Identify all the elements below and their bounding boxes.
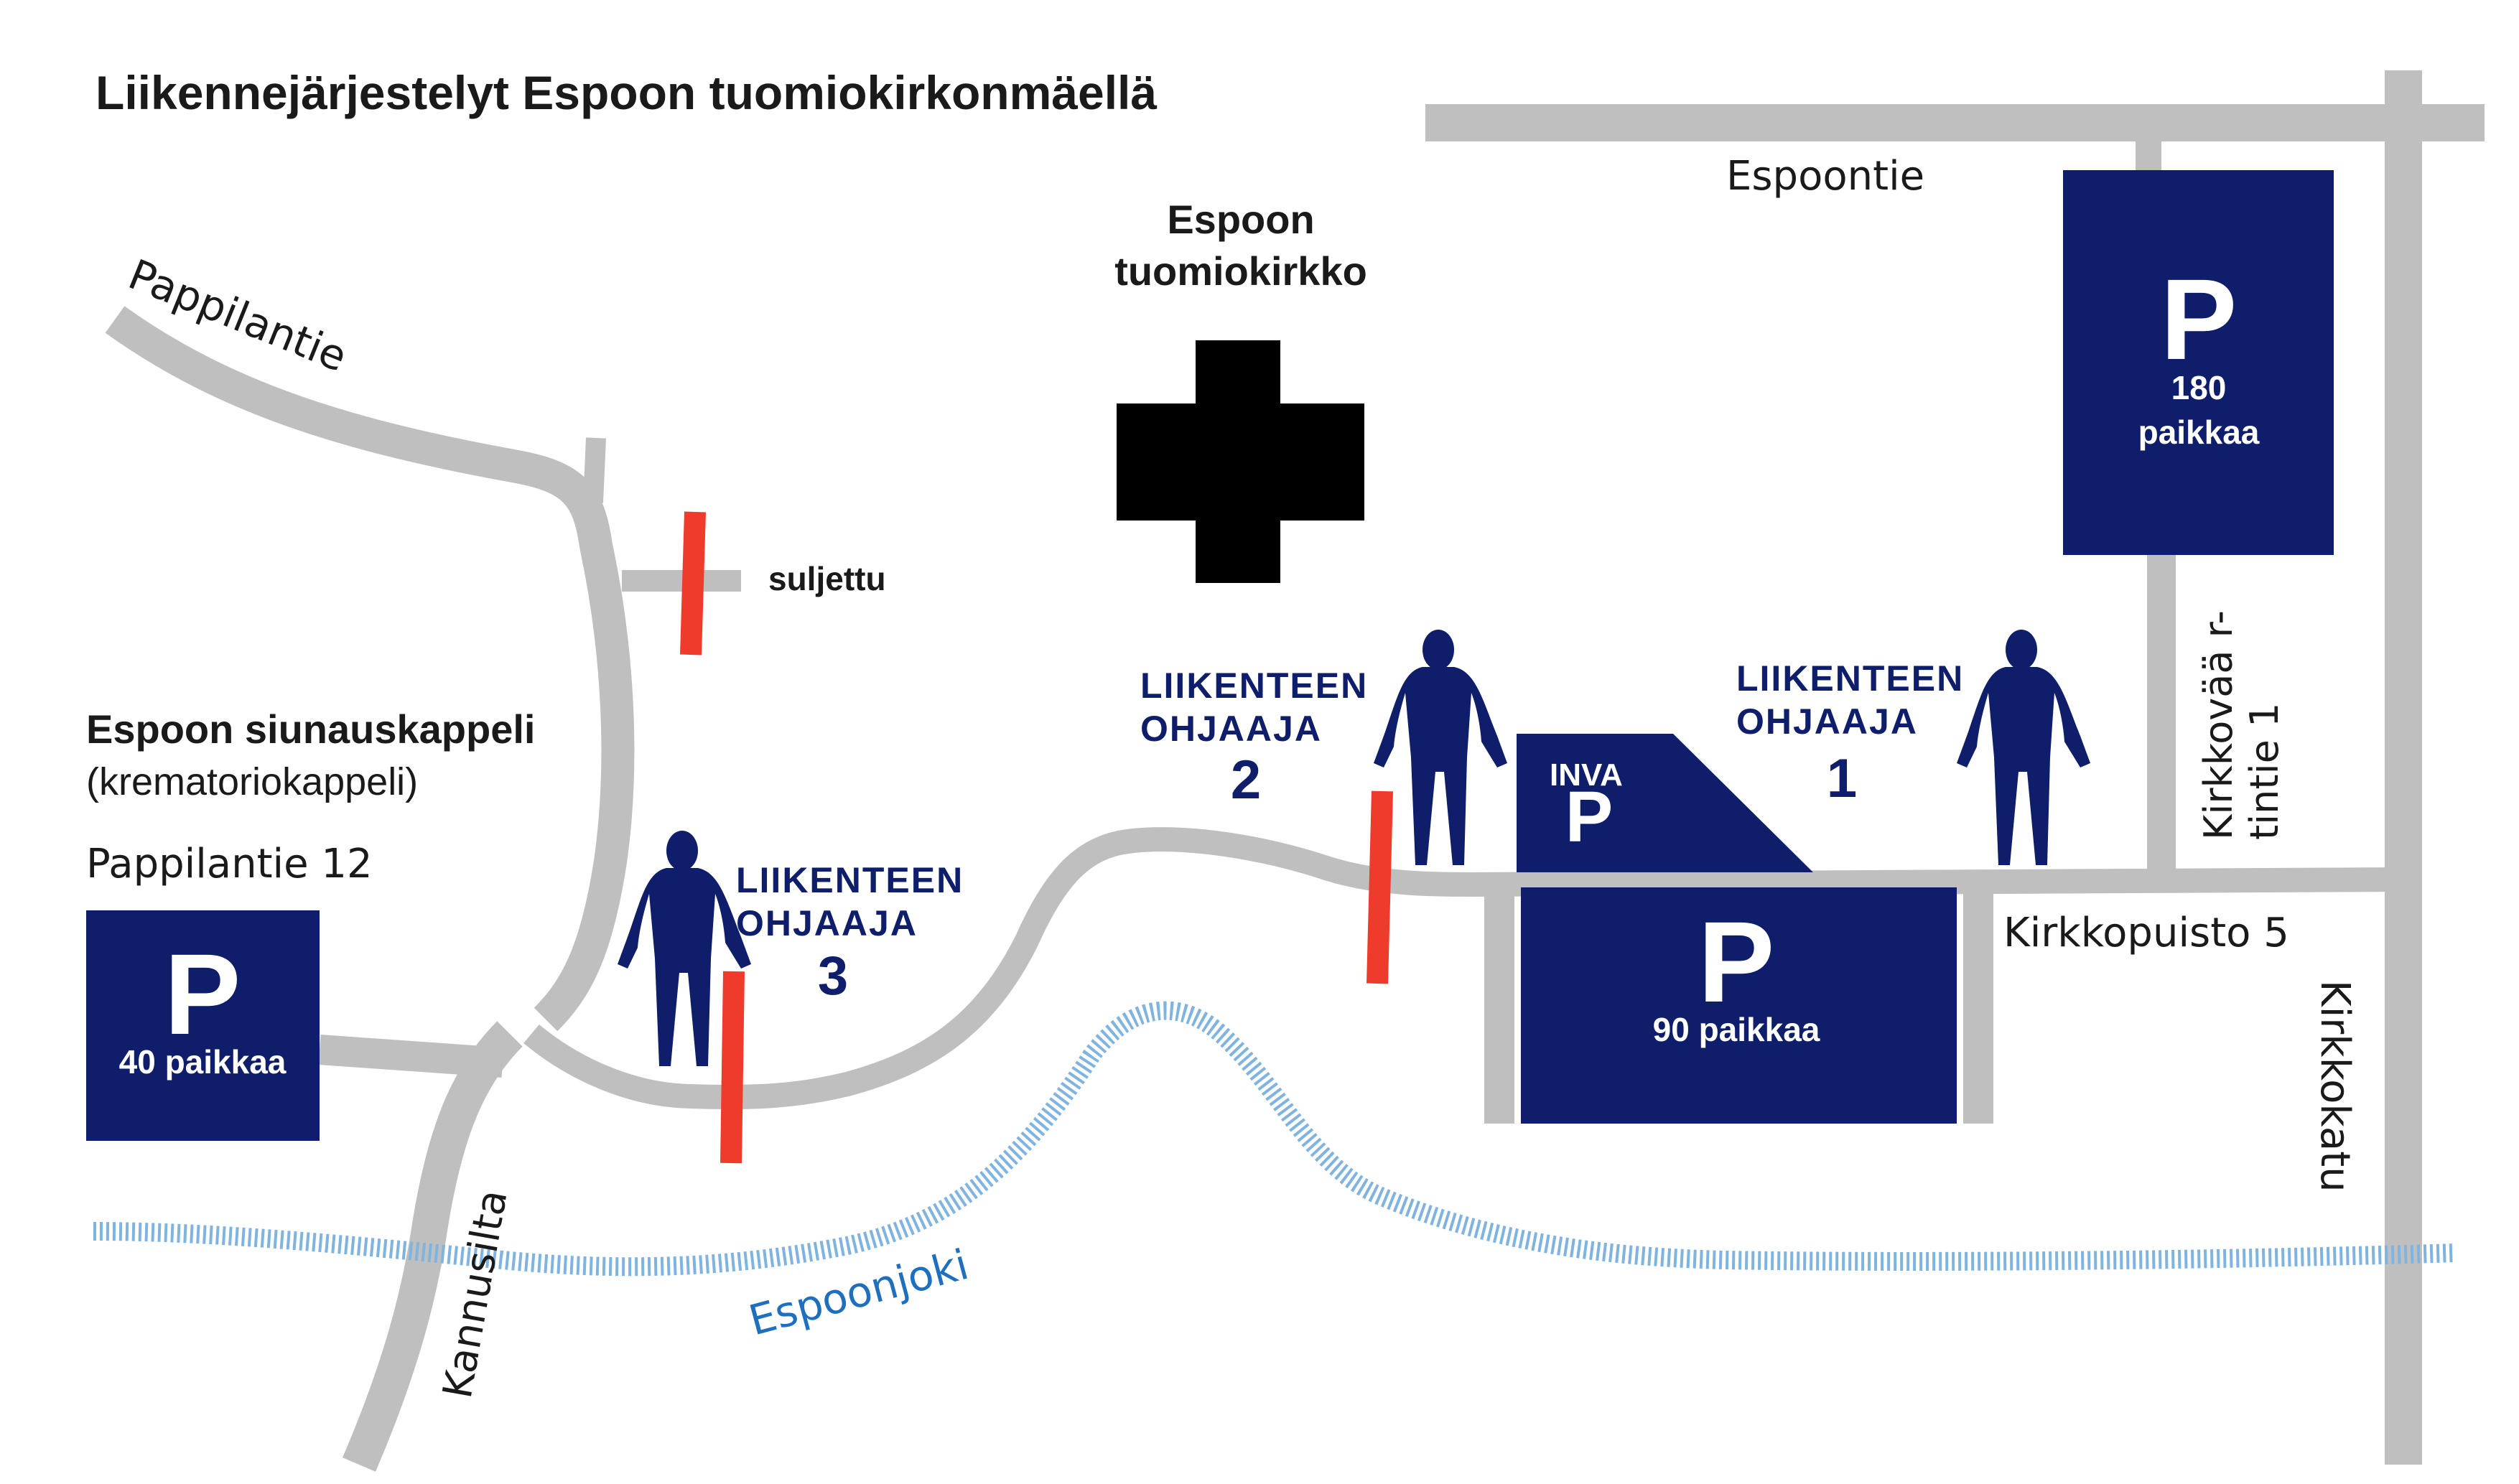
parking-capacity: 40 paikkaa — [119, 1043, 287, 1081]
person-icon — [1957, 630, 2090, 865]
guide-title: LIIKENTEEN — [736, 860, 964, 900]
person-icon — [1374, 630, 1507, 865]
label-kirkkovaartintie-1: Kirkkovää r- — [2196, 610, 2241, 840]
barrier-guide-3 — [720, 971, 745, 1164]
guide-role: OHJAAJA — [736, 903, 918, 943]
road-kannusilta — [343, 1021, 523, 1472]
inva-label: INVA — [1550, 757, 1623, 793]
chapel-subtitle: (krematoriokappeli) — [86, 760, 418, 803]
traffic-guide-3: LIIKENTEEN OHJAAJA 3 — [618, 831, 964, 1066]
barrier-closed — [680, 511, 706, 655]
parking-area-180: P 180 paikkaa — [2063, 170, 2334, 555]
parking-letter: P — [1565, 777, 1614, 857]
chapel: Espoon siunauskappeli (krematoriokappeli… — [86, 706, 535, 887]
label-espoontie: Espoontie — [1726, 153, 1924, 200]
parking-letter: P — [1698, 897, 1775, 1026]
traffic-guide-2: LIIKENTEEN OHJAAJA 2 — [1140, 630, 1507, 865]
guide-role: OHJAAJA — [1140, 709, 1322, 749]
road-pappilantie-stub — [583, 437, 606, 503]
road-pappilantie — [105, 306, 635, 1032]
parking-area-90: P 90 paikkaa — [1521, 887, 1957, 1124]
parking-letter: P — [2161, 255, 2238, 383]
parking-area-40: P 40 paikkaa — [86, 910, 320, 1141]
church: Espoon tuomiokirkko — [1114, 197, 1367, 583]
label-kirkkovaartintie-2: tintie 1 — [2242, 703, 2287, 840]
road-barriers — [680, 511, 1393, 1164]
guide-title: LIIKENTEEN — [1736, 658, 1964, 699]
cross-icon — [1117, 340, 1364, 583]
parking-capacity-unit: paikkaa — [2138, 414, 2260, 451]
guide-number: 1 — [1827, 748, 1857, 809]
parking-capacity: 180 — [2171, 369, 2227, 406]
parking-letter: P — [164, 930, 241, 1058]
guide-role: OHJAAJA — [1736, 701, 1918, 742]
church-name-line2: tuomiokirkko — [1114, 248, 1367, 294]
label-kirkkokatu: Kirkkokatu — [2311, 980, 2358, 1193]
road-network — [105, 70, 2485, 1472]
guide-number: 2 — [1231, 750, 1261, 811]
chapel-address: Pappilantie 12 — [86, 841, 373, 887]
parking-area-inva: INVA P — [1517, 734, 1813, 872]
map-title: Liikennejärjestelyt Espoon tuomiokirkonm… — [96, 66, 1157, 119]
parking-capacity: 90 paikkaa — [1653, 1011, 1820, 1048]
chapel-name: Espoon siunauskappeli — [86, 706, 535, 752]
closed-label: suljettu — [768, 560, 886, 597]
traffic-guide-1: LIIKENTEEN OHJAAJA 1 — [1736, 630, 2090, 865]
label-kirkkopuisto: Kirkkopuisto 5 — [2003, 910, 2289, 956]
guide-title: LIIKENTEEN — [1140, 666, 1368, 706]
guide-number: 3 — [818, 946, 848, 1007]
road-main-curve — [523, 827, 2404, 1110]
barrier-guide-2 — [1366, 790, 1393, 984]
church-name-line1: Espoon — [1167, 197, 1314, 242]
